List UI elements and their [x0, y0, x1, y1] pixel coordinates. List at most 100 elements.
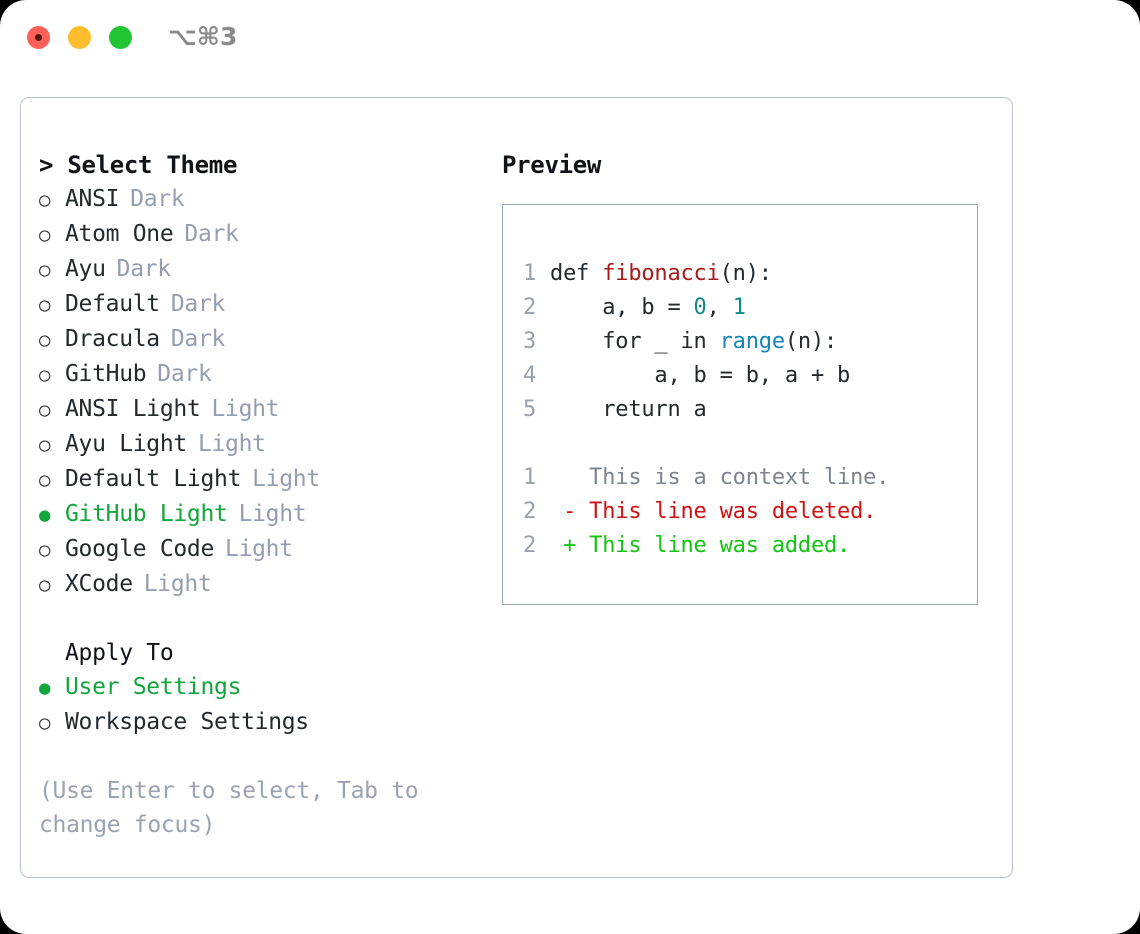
- theme-variant-tag: Light: [143, 571, 212, 597]
- code-line-number: 3: [523, 329, 537, 354]
- code-line: 1 def fibonacci(n):: [523, 257, 977, 291]
- diff-text: This line was added.: [576, 533, 851, 558]
- traffic-light-buttons: [27, 26, 132, 49]
- theme-name-label: ANSI Light: [65, 396, 201, 422]
- keyboard-hint: (Use Enter to select, Tab to change focus…: [39, 774, 439, 842]
- apply-to-item[interactable]: ● User Settings: [39, 670, 499, 705]
- theme-name-label: XCode: [65, 571, 133, 597]
- diff-sample: 1 This is a context line.2 - This line w…: [523, 461, 977, 563]
- diff-marker: +: [563, 533, 577, 558]
- code-token: ,: [706, 295, 733, 320]
- diff-line-number: 1: [523, 465, 537, 490]
- radio-unselected-icon: ○: [39, 189, 51, 211]
- theme-name-label: Dracula: [65, 326, 160, 352]
- radio-unselected-icon: ○: [39, 364, 51, 386]
- minimize-window-button[interactable]: [68, 26, 91, 49]
- code-token: 1: [732, 295, 746, 320]
- diff-line: 2 - This line was deleted.: [523, 495, 977, 529]
- radio-selected-icon: ●: [39, 677, 51, 699]
- maximize-window-button[interactable]: [109, 26, 132, 49]
- theme-list-item[interactable]: ○ GitHub Dark: [39, 357, 499, 392]
- theme-list-item[interactable]: ○ Dracula Dark: [39, 322, 499, 357]
- title-bar: ⌥⌘3: [0, 0, 1140, 78]
- theme-list-item[interactable]: ○ XCode Light: [39, 567, 499, 602]
- theme-variant-tag: Dark: [116, 256, 172, 282]
- keyboard-shortcut-label: ⌥⌘3: [168, 22, 238, 51]
- theme-variant-tag: Light: [238, 501, 307, 527]
- theme-variant-tag: Dark: [184, 221, 239, 247]
- theme-list-heading: > Select Theme: [39, 148, 499, 182]
- theme-variant-tag: Light: [225, 536, 293, 562]
- code-token: a, b =: [550, 295, 694, 320]
- theme-list-item[interactable]: ○ ANSI Light Light: [39, 392, 499, 427]
- code-token: range: [719, 329, 785, 354]
- diff-marker: [563, 465, 576, 490]
- theme-name-label: GitHub: [65, 361, 147, 387]
- theme-variant-tag: Dark: [157, 361, 212, 387]
- theme-variant-tag: Light: [197, 431, 266, 457]
- code-token: (n):: [719, 261, 772, 286]
- radio-unselected-icon: ○: [39, 329, 51, 351]
- diff-line-number: 2: [523, 499, 537, 524]
- code-token: (n):: [784, 329, 838, 354]
- code-token: a, b = b, a + b: [550, 363, 851, 388]
- code-line: 2 a, b = 0, 1: [523, 291, 977, 325]
- theme-variant-tag: Dark: [170, 326, 226, 352]
- preview-title: Preview: [502, 151, 602, 179]
- code-token: 0: [693, 295, 707, 320]
- code-token: fibonacci: [602, 261, 720, 286]
- diff-text: This line was deleted.: [576, 499, 877, 524]
- heading-caret-icon: >: [39, 151, 68, 179]
- apply-to-heading: Apply To: [65, 640, 174, 666]
- code-line: 3 for _ in range(n):: [523, 325, 977, 359]
- theme-variant-tag: Light: [252, 466, 320, 492]
- code-line: 5 return a: [523, 393, 977, 427]
- code-token: for _ in: [550, 329, 720, 354]
- apply-to-list: ● User Settings ○ Workspace Settings: [39, 670, 499, 740]
- code-line: 4 a, b = b, a + b: [523, 359, 977, 393]
- keyboard-hint-line-2: change focus): [39, 812, 216, 838]
- code-token: def: [550, 261, 603, 286]
- radio-unselected-icon: ○: [39, 712, 51, 734]
- radio-selected-icon: ●: [39, 504, 51, 526]
- diff-line-number: 2: [523, 533, 537, 558]
- close-window-button[interactable]: [27, 26, 50, 49]
- theme-variant-tag: Dark: [170, 291, 226, 317]
- theme-name-label: Ayu Light: [65, 431, 187, 457]
- radio-unselected-icon: ○: [39, 399, 51, 421]
- diff-line: 2 + This line was added.: [523, 529, 977, 563]
- radio-unselected-icon: ○: [39, 469, 51, 491]
- apply-to-label: Workspace Settings: [65, 709, 309, 735]
- theme-name-label: Ayu: [65, 256, 106, 282]
- code-line-number: 2: [523, 295, 537, 320]
- keyboard-hint-line-1: (Use Enter to select, Tab to: [39, 778, 419, 804]
- diff-line: 1 This is a context line.: [523, 461, 977, 495]
- apply-to-label: User Settings: [65, 674, 242, 700]
- code-token: return a: [550, 397, 707, 422]
- code-line-number: 1: [523, 261, 537, 286]
- apply-to-item[interactable]: ○ Workspace Settings: [39, 705, 499, 740]
- theme-name-label: ANSI: [65, 186, 120, 212]
- radio-unselected-icon: ○: [39, 224, 51, 246]
- theme-list-heading-label: Select Theme: [67, 151, 238, 179]
- theme-variant-tag: Light: [211, 396, 280, 422]
- radio-unselected-icon: ○: [39, 574, 51, 596]
- diff-text: This is a context line.: [576, 465, 890, 490]
- preview-column: Preview 1 def fibonacci(n):2 a, b = 0, 1…: [502, 148, 1002, 605]
- radio-unselected-icon: ○: [39, 294, 51, 316]
- code-line-number: 5: [523, 397, 537, 422]
